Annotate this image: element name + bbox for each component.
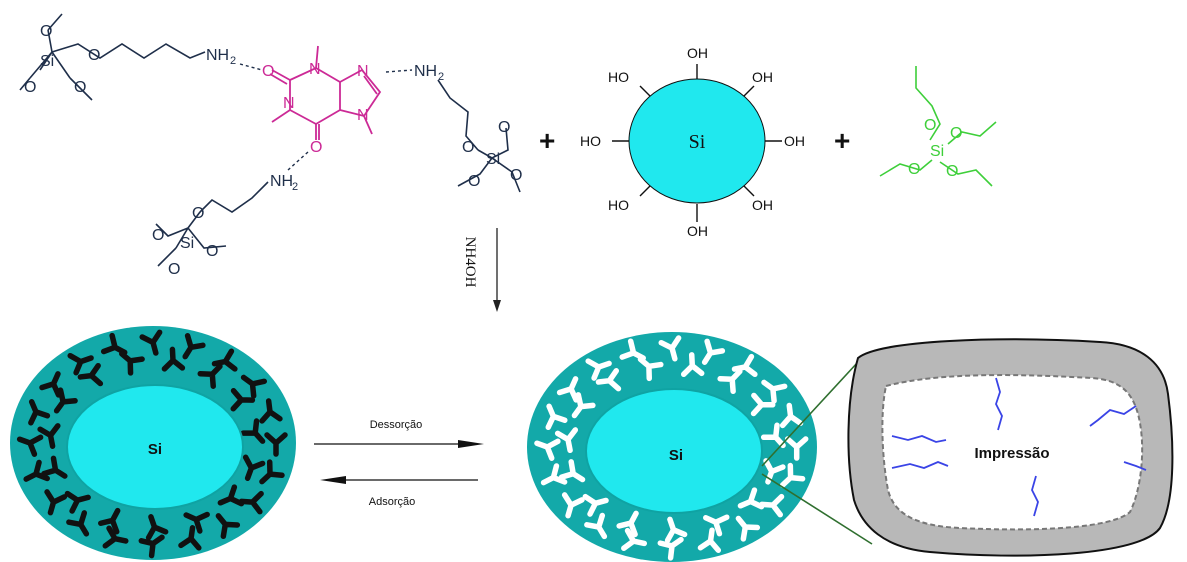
functional-monomer-chains <box>891 377 1147 517</box>
hbond-2 <box>385 69 413 73</box>
template-n-4: N <box>357 107 369 124</box>
imprinted-particle-label: Si <box>148 441 162 458</box>
hydroxyl-top-right: OH <box>752 69 773 85</box>
adsorption-label: Adsorção <box>369 496 415 508</box>
hydroxyl-left: HO <box>580 133 601 149</box>
hydroxyl-right: OH <box>784 133 805 149</box>
reaction-arrow-down <box>493 228 501 312</box>
silane1-o-left: O <box>24 79 36 96</box>
silane1-nh2: NH <box>206 47 229 64</box>
silica-core-reagent: Si OH OH OH OH OH HO HO HO <box>580 45 805 239</box>
silane3-nh2: NH <box>270 173 293 190</box>
teos-o-right: O <box>950 125 962 142</box>
aminosilane-molecule-3 <box>155 181 269 267</box>
catalyst-label: NH4OH <box>462 237 478 288</box>
silane2-nh2-sub: 2 <box>438 71 444 83</box>
template-molecule <box>269 45 382 140</box>
desorption-label: Dessorção <box>370 419 423 431</box>
plus-sign-2: + <box>834 125 850 156</box>
hydroxyl-top-left: HO <box>608 69 629 85</box>
template-o-1: O <box>262 63 274 80</box>
plus-sign-1: + <box>539 125 555 156</box>
hydroxyl-bottom-left: HO <box>608 197 629 213</box>
adsorption-arrow <box>320 476 478 484</box>
teos-o-bottom: O <box>946 163 958 180</box>
hbond-3 <box>287 151 309 171</box>
imprinted-cavity-zoom: Impressão <box>847 338 1174 557</box>
silane1-o-bottom: O <box>74 79 86 96</box>
teos-molecule: Si O O O O <box>879 66 997 187</box>
aminosilane-molecule-2 <box>437 79 521 193</box>
silane2-o-right: O <box>510 167 522 184</box>
template-n-2: N <box>283 95 295 112</box>
zoom-lines <box>761 361 873 545</box>
aminosilane-molecule-1 <box>19 13 206 101</box>
template-removed-particle: Si <box>527 332 817 562</box>
silane2-o-top: O <box>498 119 510 136</box>
hydroxyl-bottom-right: OH <box>752 197 773 213</box>
silane3-o-right: O <box>206 243 218 260</box>
desorption-arrow <box>314 440 484 448</box>
silane3-si: Si <box>180 235 194 252</box>
silane2-si: Si <box>486 151 500 168</box>
teos-si: Si <box>930 143 944 160</box>
template-removed-particle-label: Si <box>669 447 683 464</box>
template-o-2: O <box>310 139 322 156</box>
hydroxyl-top: OH <box>687 45 708 61</box>
silane2-nh2: NH <box>414 63 437 80</box>
cavity-label: Impressão <box>974 445 1049 462</box>
template-n-1: N <box>309 61 321 78</box>
teos-o-top: O <box>924 117 936 134</box>
hydroxyl-bottom: OH <box>687 223 708 239</box>
silane1-o-right: O <box>88 47 100 64</box>
hbond-1 <box>239 63 263 71</box>
template-n-3: N <box>357 63 369 80</box>
silane3-nh2-sub: 2 <box>292 181 298 193</box>
silica-core-label: Si <box>689 131 706 153</box>
silane1-si: Si <box>40 53 54 70</box>
teos-o-left: O <box>908 161 920 178</box>
silane1-o-top: O <box>40 23 52 40</box>
silane2-o-left: O <box>468 173 480 190</box>
silane1-nh2-sub: 2 <box>230 55 236 67</box>
imprinted-particle: Si <box>10 326 296 560</box>
silane3-o-bottom: O <box>168 261 180 278</box>
silane2-o-1: O <box>462 139 474 156</box>
silane3-o-1: O <box>192 205 204 222</box>
silane3-o-left: O <box>152 227 164 244</box>
